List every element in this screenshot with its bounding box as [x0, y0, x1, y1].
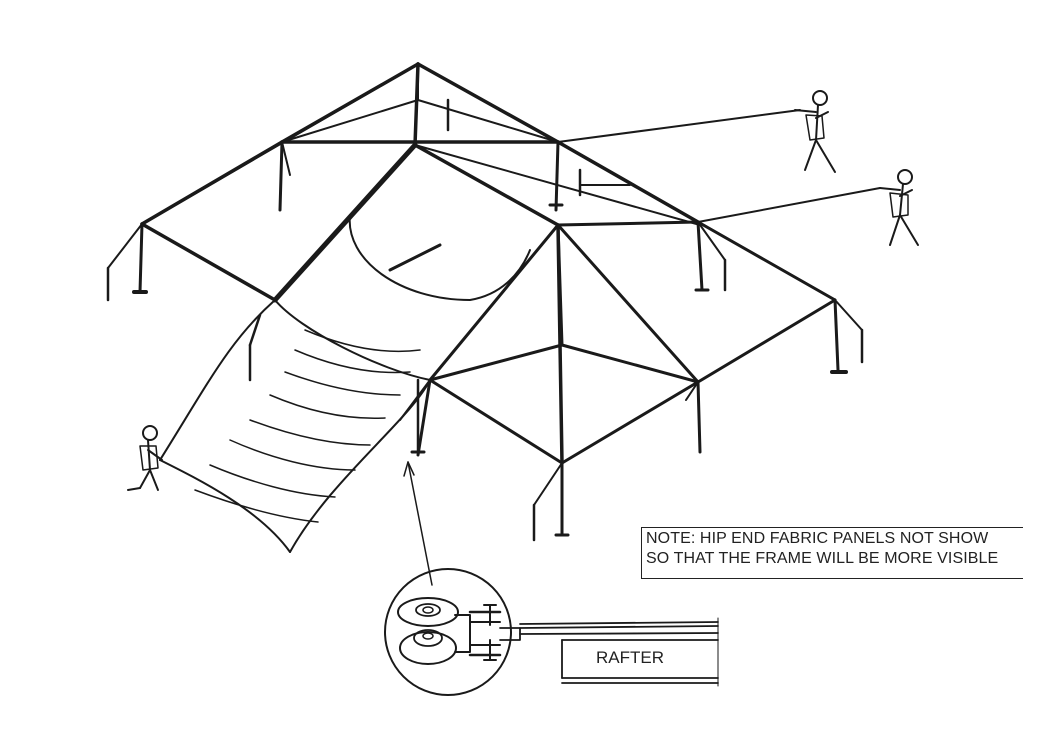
- note-box: NOTE: HIP END FABRIC PANELS NOT SHOW SO …: [641, 527, 1023, 579]
- pull-ropes: [557, 109, 881, 223]
- rafter-label: RAFTER: [596, 648, 664, 667]
- coupler-detail: [384, 568, 521, 696]
- callout-pointer: [407, 461, 433, 586]
- callout-arrowhead: [403, 461, 415, 477]
- left-hip-frame: [140, 62, 837, 303]
- worker-figure-1: [794, 90, 836, 173]
- fabric-panel: [159, 214, 531, 553]
- worker-figure-3: [127, 425, 163, 491]
- note-line-1: NOTE: HIP END FABRIC PANELS NOT SHOW: [646, 530, 989, 547]
- detail-circle: [384, 568, 512, 696]
- tent-legs: [106, 98, 864, 542]
- right-hip-frame: [399, 220, 837, 465]
- note-line-2: SO THAT THE FRAME WILL BE MORE VISIBLE: [646, 550, 999, 567]
- rafter-beam: [519, 617, 719, 687]
- worker-figure-2: [879, 169, 919, 246]
